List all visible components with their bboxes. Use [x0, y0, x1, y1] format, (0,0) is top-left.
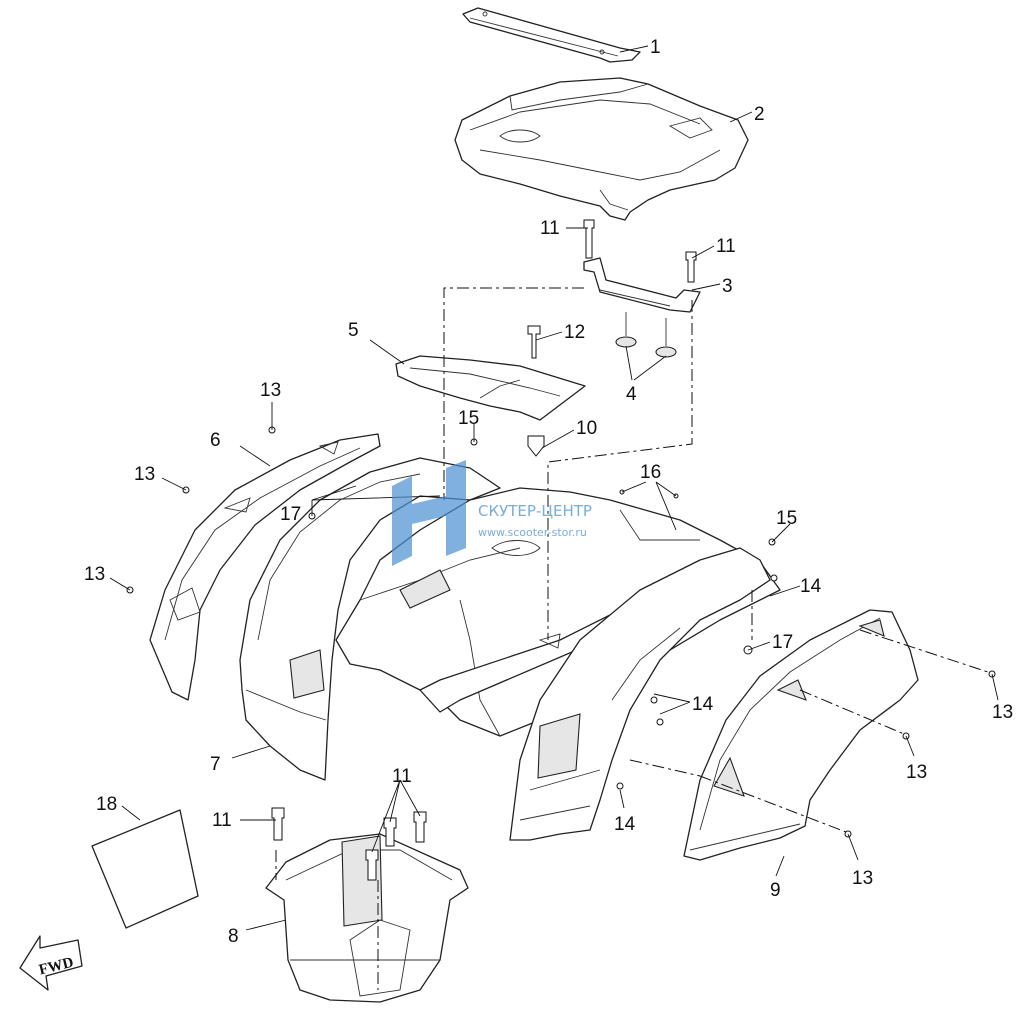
callout-1: 1 — [650, 37, 661, 58]
part-9-right-outer-fender — [683, 609, 919, 861]
right-fender-main — [509, 547, 771, 841]
callout-7: 7 — [210, 754, 221, 775]
callout-6: 6 — [210, 430, 221, 451]
assembly-lines — [275, 287, 989, 990]
callout-17-left: 17 — [280, 504, 301, 525]
part-7-left-fender-main — [239, 457, 501, 781]
callout-11-box-top: 11 — [392, 766, 412, 787]
callout-13-mid-left: 13 — [134, 464, 155, 485]
callout-11-box-left: 11 — [212, 810, 232, 831]
leader-lines — [109, 45, 999, 931]
part-5-heat-shield — [395, 355, 586, 421]
watermark-emblem-icon — [392, 460, 466, 566]
callout-14-top: 14 — [800, 576, 822, 597]
callout-4: 4 — [626, 384, 637, 405]
callout-9: 9 — [770, 880, 781, 901]
part-18-sticker — [91, 809, 199, 929]
part-3-bracket — [583, 257, 701, 313]
callout-13-top-left: 13 — [260, 380, 281, 401]
watermark-text-line2: www.scooter-stor.ru — [478, 526, 587, 539]
part-2-rear-cover — [454, 77, 749, 221]
callout-14-low: 14 — [614, 814, 636, 835]
callout-13-low-left: 13 — [84, 564, 105, 585]
callout-15-left: 15 — [458, 408, 479, 429]
callout-labels: 1 2 3 4 5 6 7 8 9 10 11 11 11 11 12 13 1… — [84, 37, 1013, 947]
callout-13-right-mid: 13 — [906, 762, 927, 783]
callout-13-right-low: 13 — [852, 868, 873, 889]
callout-13-right-top: 13 — [992, 702, 1013, 723]
watermark-logo: СКУТЕР-ЦЕНТР www.scooter-stor.ru — [392, 460, 592, 566]
callout-14-mid: 14 — [692, 694, 714, 715]
hardware-bolts — [126, 219, 996, 881]
callout-12: 12 — [564, 322, 585, 343]
callout-11-top: 11 — [540, 218, 560, 239]
part-1-top-strip — [462, 7, 641, 63]
callout-15-right: 15 — [776, 508, 797, 529]
callout-16: 16 — [640, 462, 661, 483]
callout-11-right: 11 — [716, 236, 736, 257]
watermark-text-line1: СКУТЕР-ЦЕНТР — [478, 502, 592, 520]
callout-8: 8 — [228, 926, 239, 947]
part-6-left-fender — [149, 433, 381, 701]
callout-18: 18 — [96, 794, 117, 815]
callout-2: 2 — [754, 104, 765, 125]
fwd-arrow: FWD — [19, 935, 83, 991]
callout-3: 3 — [722, 276, 733, 297]
callout-5: 5 — [348, 320, 359, 341]
callout-17-right: 17 — [772, 632, 793, 653]
callout-10: 10 — [576, 418, 597, 439]
part-4-grommets — [615, 312, 677, 358]
